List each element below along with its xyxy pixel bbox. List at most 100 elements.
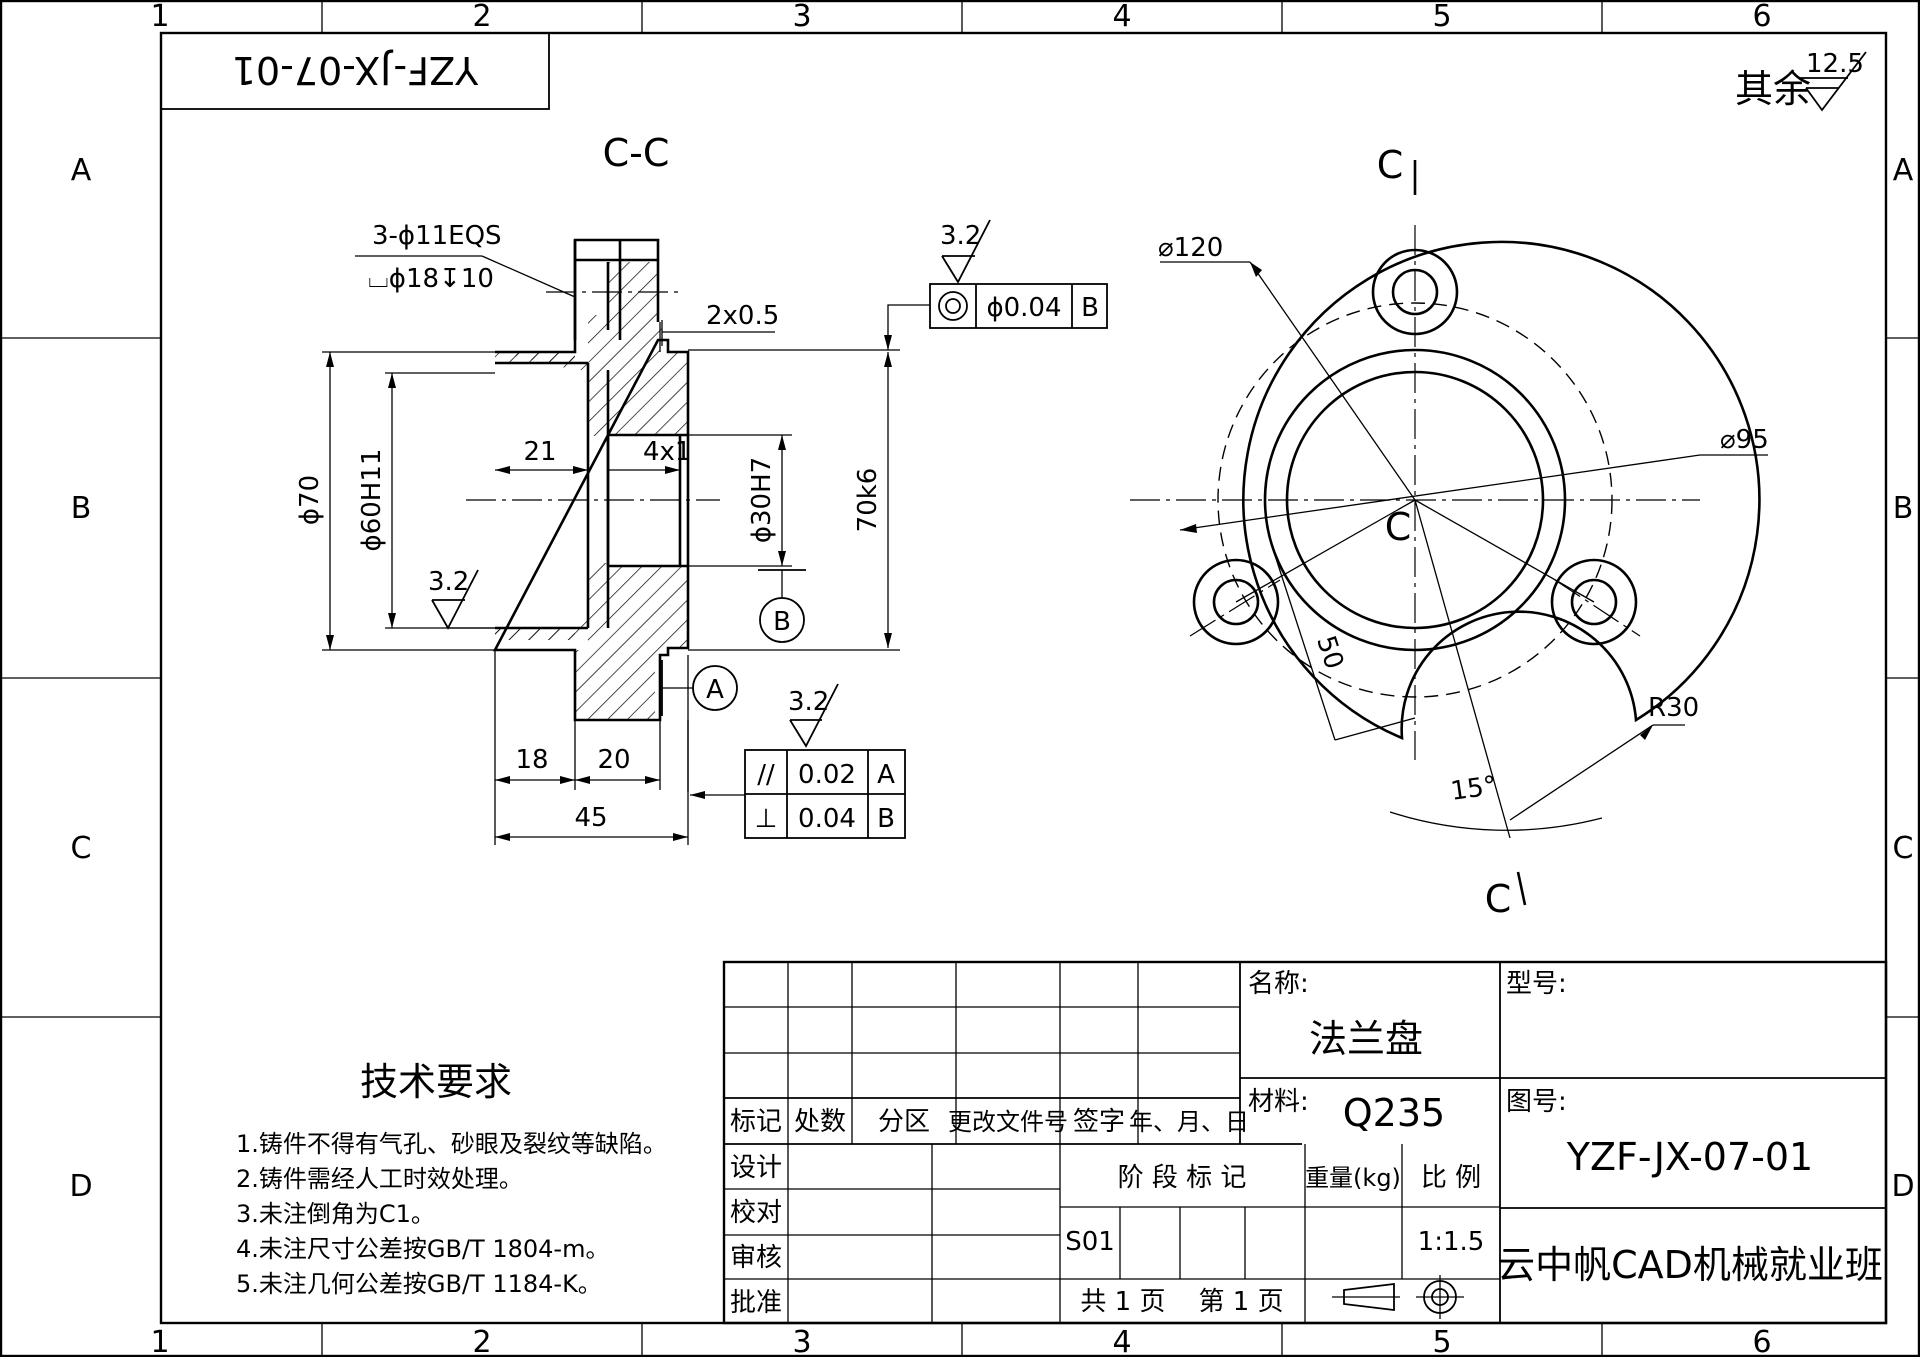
- col-2-bottom: 2: [472, 1325, 491, 1357]
- roughness-left: 3.2: [428, 567, 469, 597]
- col-3-bottom: 3: [792, 1325, 811, 1357]
- col-5-top: 5: [1432, 0, 1451, 34]
- roughness-prefix: 其余: [1735, 67, 1811, 111]
- dim-4x1: 4x1: [643, 437, 691, 467]
- section-title: C-C: [603, 131, 670, 175]
- col-6-top: 6: [1752, 0, 1771, 34]
- row-a-left: A: [71, 153, 92, 188]
- inverted-code-stamp: YZF-JX-07-01: [160, 32, 550, 110]
- row-c-left: C: [71, 831, 92, 866]
- col-4-bottom: 4: [1112, 1325, 1131, 1357]
- tol-perp-symbol: ⊥: [755, 804, 778, 834]
- col-5-bottom: 5: [1432, 1325, 1451, 1357]
- weight-label: 重量(kg): [1305, 1164, 1401, 1192]
- section-view: C-C 3-ϕ11EQS ⌴ϕ18↧10 2x0.5 21 4x1: [295, 131, 1108, 845]
- dim-50: 50: [1310, 632, 1349, 673]
- row-c-right: C: [1893, 831, 1914, 866]
- role-approve: 批准: [730, 1288, 782, 1318]
- tol-parallel-value: 0.02: [798, 760, 856, 790]
- datum-a: A: [706, 675, 724, 705]
- role-review: 审核: [730, 1243, 782, 1273]
- tech-req-item-4: 4.未注尺寸公差按GB/T 1804-m。: [236, 1235, 609, 1263]
- roughness-top: 3.2: [940, 221, 981, 251]
- stage-label: 阶 段 标 记: [1118, 1163, 1247, 1193]
- tol-parallel-datum: A: [877, 760, 895, 790]
- col-4-top: 4: [1112, 0, 1131, 34]
- rev-header-zone: 分区: [878, 1107, 930, 1137]
- rev-header-date: 年、月、日: [1129, 1108, 1249, 1136]
- row-d-left: D: [69, 1169, 92, 1204]
- drawing-no-label: 图号:: [1506, 1087, 1567, 1117]
- stage-value: S01: [1065, 1227, 1115, 1257]
- zone-labels: 1 2 3 4 5 6 1 2 3 4 5 6 A B C D A B C D: [69, 0, 1914, 1357]
- rev-header-mark: 标记: [730, 1107, 782, 1137]
- dim-phi30h7: ϕ30H7: [747, 457, 777, 543]
- dim-phi120: ⌀120: [1158, 233, 1223, 263]
- tol-perp-value: 0.04: [798, 804, 856, 834]
- hatch-lower-flange: [495, 563, 688, 720]
- chamfer-label: 2x0.5: [706, 301, 779, 331]
- hole-callout-counterbore: ⌴ϕ18↧10: [368, 264, 494, 294]
- hole-callout-count: 3-ϕ11EQS: [372, 221, 502, 251]
- hatch-hub-strip-bottom: [495, 628, 575, 640]
- dim-18: 18: [515, 745, 548, 775]
- title-block: 标记 处数 分区 更改文件号 签字 年、月、日 设计 校对 审核 批准 阶 段 …: [722, 960, 1888, 1325]
- dim-21: 21: [523, 437, 556, 467]
- section-mark-top: C: [1377, 143, 1404, 187]
- tech-req-title: 技术要求: [360, 1060, 512, 1104]
- tol-perp-datum: B: [877, 804, 895, 834]
- front-view: C C C ⌀120 ⌀95 50 R30 15°: [1130, 143, 1769, 921]
- material-value: Q235: [1343, 1091, 1445, 1135]
- dim-r30: R30: [1648, 693, 1699, 723]
- model-label: 型号:: [1506, 969, 1567, 999]
- col-2-top: 2: [472, 0, 491, 34]
- pages-label: 共 1 页 第 1 页: [1080, 1287, 1283, 1317]
- tech-req-item-3: 3.未注倒角为C1。: [236, 1200, 435, 1228]
- drawing-no-value: YZF-JX-07-01: [1566, 1135, 1813, 1179]
- tech-req-item-2: 2.铸件需经人工时效处理。: [236, 1165, 523, 1193]
- col-1-top: 1: [150, 0, 169, 34]
- row-b-right: B: [1893, 491, 1914, 526]
- roughness-general-value: 12.5: [1806, 49, 1864, 79]
- rev-header-doc: 更改文件号: [948, 1108, 1068, 1136]
- dim-phi60h11: ϕ60H11: [357, 449, 387, 552]
- scale-value: 1:1.5: [1418, 1227, 1485, 1257]
- role-check: 校对: [730, 1198, 782, 1228]
- dim-phi70: ϕ70: [295, 475, 325, 525]
- tol-concentric-datum: B: [1081, 293, 1099, 323]
- tol-parallel-symbol: //: [757, 760, 775, 790]
- row-b-left: B: [71, 491, 92, 526]
- section-mark-center: C: [1385, 505, 1412, 549]
- dim-phi95: ⌀95: [1720, 425, 1769, 455]
- datum-b: B: [773, 607, 791, 637]
- projection-symbol-icon: [1332, 1275, 1464, 1319]
- section-mark-bottom: C: [1485, 877, 1512, 921]
- general-roughness-note: 其余 12.5: [1735, 49, 1867, 112]
- technical-requirements: 技术要求 1.铸件不得有气孔、砂眼及裂纹等缺陷。 2.铸件需经人工时效处理。 3…: [236, 1060, 667, 1298]
- stamp-code: YZF-JX-07-01: [232, 48, 479, 92]
- scale-label: 比 例: [1421, 1163, 1481, 1193]
- row-a-right: A: [1893, 153, 1914, 188]
- name-label: 名称:: [1248, 969, 1309, 999]
- hatch-hub-strip-top: [495, 352, 575, 363]
- tol-concentric-value: ϕ0.04: [986, 293, 1061, 323]
- dim-45: 45: [574, 803, 607, 833]
- name-value: 法兰盘: [1309, 1017, 1423, 1061]
- org-name: 云中帆CAD机械就业班: [1497, 1243, 1883, 1287]
- dim-70k6: 70k6: [853, 468, 883, 533]
- material-label: 材料:: [1248, 1087, 1309, 1117]
- role-design: 设计: [730, 1153, 782, 1183]
- rev-header-count: 处数: [794, 1107, 846, 1137]
- dim-20: 20: [597, 745, 630, 775]
- col-6-bottom: 6: [1752, 1325, 1771, 1357]
- flange-outline: [1242, 240, 1761, 741]
- dim-15deg: 15°: [1449, 771, 1499, 807]
- col-1-bottom: 1: [150, 1325, 169, 1357]
- rev-header-sign: 签字: [1073, 1107, 1125, 1137]
- hatch-upper-flange: [495, 262, 688, 436]
- tech-req-item-5: 5.未注几何公差按GB/T 1184-K。: [236, 1270, 602, 1298]
- tech-req-item-1: 1.铸件不得有气孔、砂眼及裂纹等缺陷。: [236, 1130, 667, 1158]
- row-d-right: D: [1891, 1169, 1914, 1204]
- col-3-top: 3: [792, 0, 811, 34]
